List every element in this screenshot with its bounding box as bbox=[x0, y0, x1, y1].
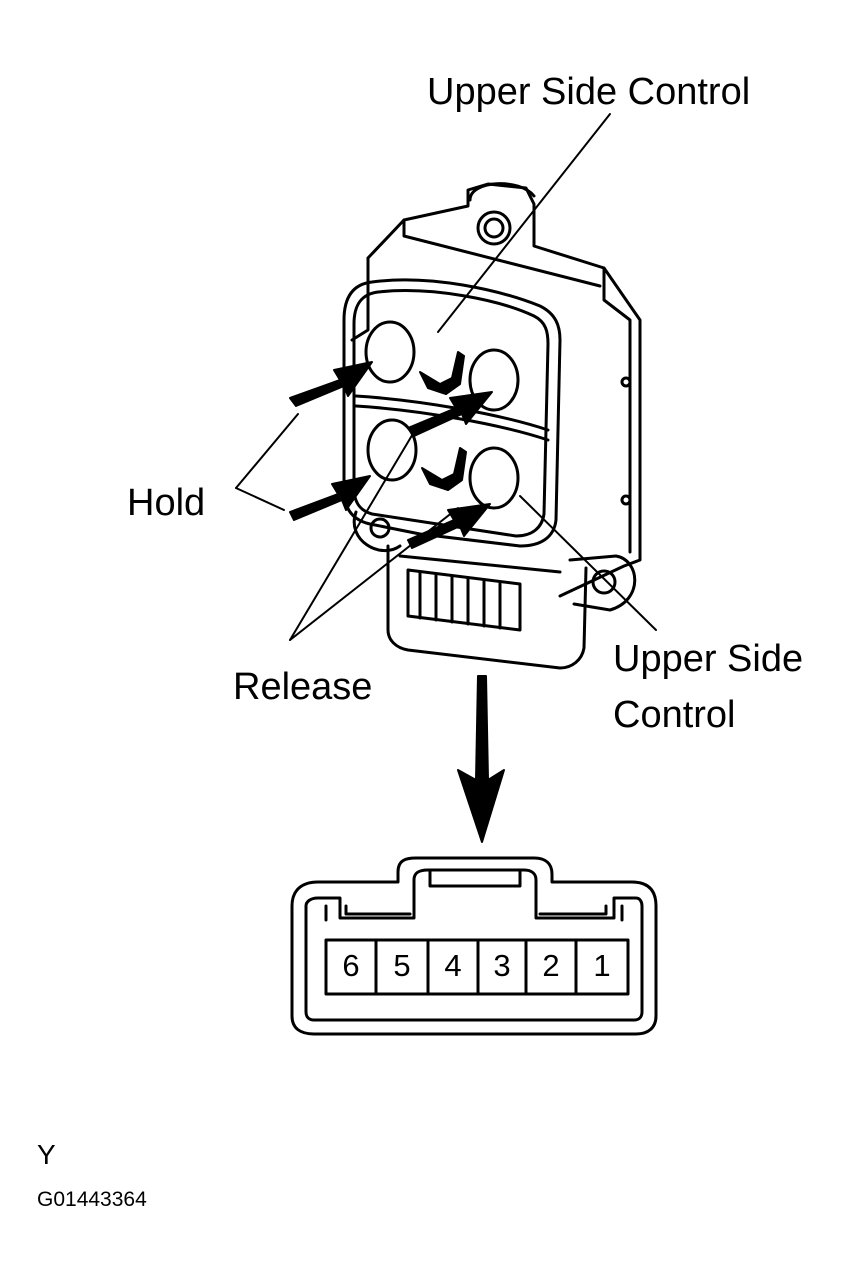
view-letter: Y bbox=[37, 1139, 56, 1170]
connector-pin-label: 5 bbox=[393, 948, 411, 983]
connector-pin-label: 3 bbox=[493, 948, 511, 983]
upper-side-control-right-label-line2: Control bbox=[613, 694, 736, 736]
upper-side-control-label: Upper Side Control bbox=[427, 71, 751, 113]
upper-side-control-right-label-line1: Upper Side bbox=[613, 638, 804, 680]
release-label: Release bbox=[233, 666, 373, 708]
connector-pin-label: 4 bbox=[444, 948, 462, 983]
connector-face bbox=[290, 856, 658, 1036]
press-arrows bbox=[289, 361, 493, 549]
switch-housing bbox=[350, 182, 642, 612]
connector-pin-label: 2 bbox=[542, 948, 560, 983]
hold-label: Hold bbox=[127, 482, 206, 524]
switch-connector bbox=[386, 544, 588, 670]
switch-buttons bbox=[364, 320, 520, 510]
leader-lines bbox=[235, 113, 657, 641]
down-arrow bbox=[457, 675, 505, 843]
figure-code: G01443364 bbox=[37, 1188, 147, 1211]
connector-pin-label: 1 bbox=[593, 948, 611, 983]
seat-icon bbox=[419, 351, 467, 491]
connector-pin-label: 6 bbox=[342, 948, 360, 983]
